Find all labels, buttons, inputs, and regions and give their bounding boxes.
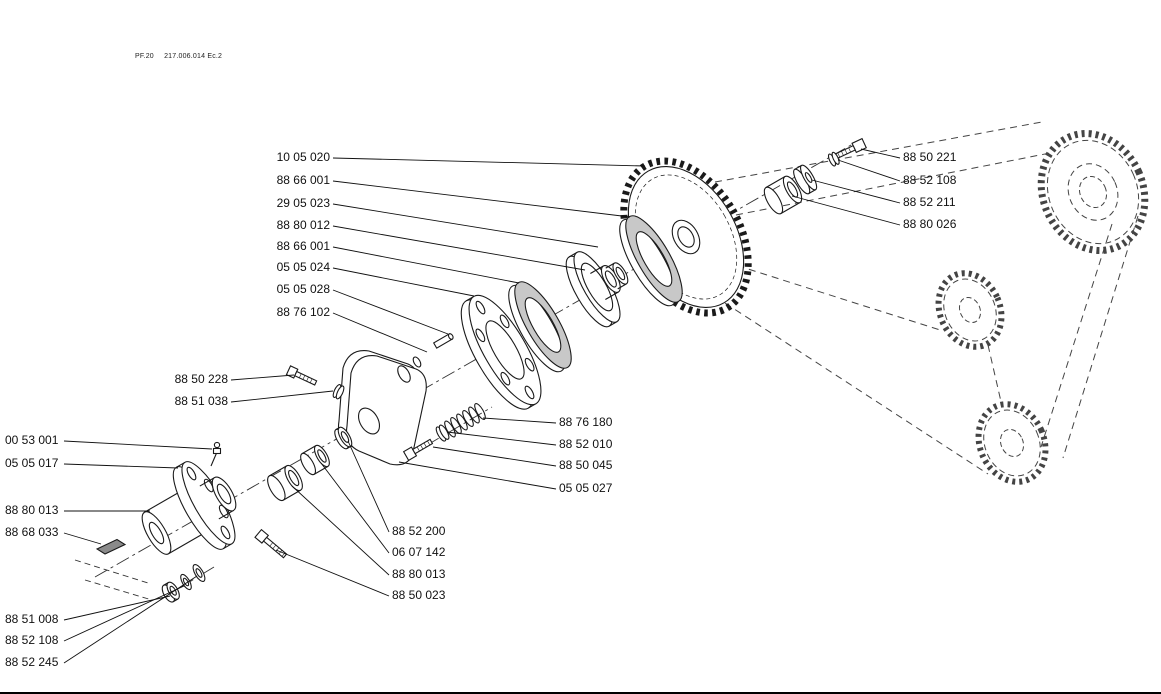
part-label: 88 76 102 — [276, 305, 330, 319]
leader-lines — [63, 148, 901, 664]
chain-outline — [704, 121, 1149, 485]
center-axis-lines — [74, 140, 859, 601]
part-label: 88 52 200 — [392, 524, 446, 538]
part-label: 88 50 023 — [392, 588, 446, 602]
disc-small-right — [793, 164, 818, 195]
bushing-right — [763, 175, 803, 215]
part-label: 88 80 026 — [903, 217, 957, 231]
part-label: 88 66 001 — [276, 173, 330, 187]
part-label: 88 68 033 — [5, 525, 59, 539]
friction-disc-front — [508, 281, 572, 373]
part-label: 10 05 020 — [276, 150, 330, 164]
phantom-sprocket-top — [1037, 130, 1149, 254]
part-label: 88 66 001 — [276, 239, 330, 253]
pin — [432, 333, 454, 349]
part-label: 88 50 045 — [559, 458, 613, 472]
part-label: 05 05 027 — [559, 481, 613, 495]
part-label: 88 52 108 — [903, 173, 957, 187]
part-label: 05 05 017 — [5, 456, 59, 470]
grease-fitting — [210, 441, 222, 467]
washer-spring — [435, 424, 450, 442]
phantom-sprocket-mid — [935, 270, 1005, 350]
disc-hub-assembly — [565, 251, 629, 328]
tensioner-plate — [337, 350, 427, 466]
flange-disc — [460, 294, 542, 410]
washer-top-right — [827, 151, 840, 167]
woodruff-key — [95, 538, 127, 555]
part-label: 88 76 180 — [559, 415, 613, 429]
part-label: 88 50 221 — [903, 150, 957, 164]
bolt-hub — [254, 528, 288, 559]
washer-bottom-inner — [180, 573, 192, 591]
part-label: 06 07 142 — [392, 545, 446, 559]
part-label: 88 51 038 — [174, 394, 228, 408]
bolt-plate — [285, 365, 318, 386]
page-header: PF.20 217.006.014 Ec.2 — [135, 53, 230, 60]
phantom-sprocket-bottom — [975, 401, 1049, 485]
part-label: 05 05 024 — [276, 260, 330, 274]
part-label: 88 51 008 — [5, 612, 59, 626]
page-bottom-rule — [0, 692, 1161, 694]
document-number: 217.006.014 Ec.2 — [164, 53, 223, 60]
bolt-spring — [402, 438, 434, 462]
washer-bottom-outer — [192, 563, 206, 583]
page-code: PF.20 — [135, 53, 154, 60]
parts-group — [95, 137, 868, 603]
part-label: 05 05 028 — [276, 282, 330, 296]
part-label: 00 53 001 — [5, 433, 59, 447]
part-label: 88 52 245 — [5, 655, 59, 669]
bushing-mid — [300, 444, 330, 476]
part-label: 88 52 108 — [5, 633, 59, 647]
spring — [444, 402, 486, 438]
part-label: 88 52 010 — [559, 437, 613, 451]
friction-disc-rear — [619, 215, 683, 307]
part-label: 88 50 228 — [174, 372, 228, 386]
part-label: 88 80 013 — [392, 567, 446, 581]
bushing-hub — [267, 464, 303, 502]
part-label: 29 05 023 — [276, 196, 330, 210]
part-label: 88 80 012 — [276, 218, 330, 232]
washer-plate — [332, 384, 345, 400]
part-label: 88 52 211 — [903, 195, 956, 209]
part-label: 88 80 013 — [5, 503, 59, 517]
hub-assembly — [141, 461, 237, 555]
